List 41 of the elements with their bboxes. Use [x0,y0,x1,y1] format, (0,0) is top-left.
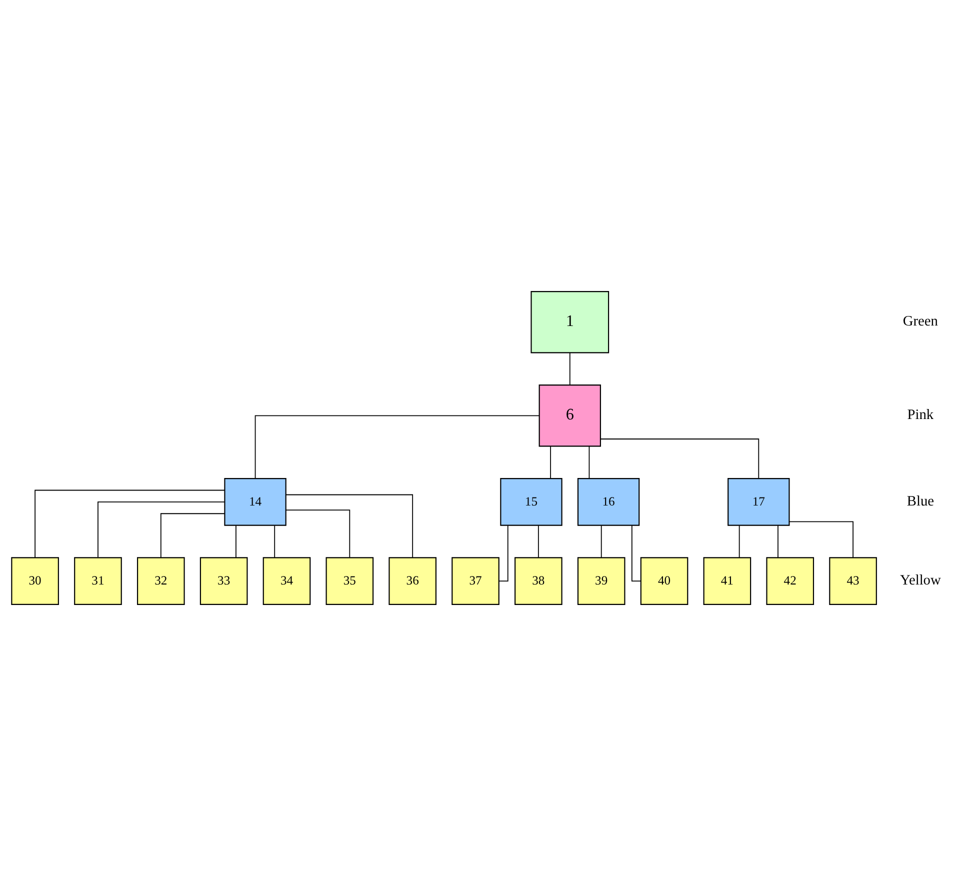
connector [600,438,760,478]
connector [34,489,226,558]
connector [550,445,551,478]
node-box: 35 [326,556,374,604]
node-box: 40 [640,556,688,604]
label: Blue [906,492,934,509]
connector [569,352,570,385]
node-box: 30 [11,556,59,604]
node-box: 38 [514,556,562,604]
label: Green [902,313,938,330]
connector [98,500,226,558]
node-box: 37 [452,556,500,604]
connector [285,509,350,558]
node-box: 6 [538,384,601,446]
node-box: 16 [577,478,640,526]
connector [631,524,642,581]
connector [600,524,602,558]
connector [160,512,226,558]
node-box: 43 [829,556,877,604]
node-box: 34 [262,556,311,604]
node-box: 36 [388,556,436,604]
node-box: 14 [224,478,286,526]
node-box: 15 [500,478,562,526]
connector [588,445,590,478]
node-box: 41 [703,556,752,604]
node-box: 33 [200,556,248,604]
connector [498,524,508,581]
connector [538,524,539,558]
node-box: 39 [577,556,626,604]
label: Yellow [900,572,941,588]
connector [788,520,854,558]
connector [274,524,276,558]
node-box: 31 [74,556,122,604]
node-box: 42 [766,556,814,604]
node-box: 32 [137,556,185,604]
node-box: 1 [530,290,610,353]
label: Pink [907,406,934,423]
node-box: 17 [728,478,790,526]
connector [738,524,740,558]
connector [286,494,414,558]
connector [254,414,540,478]
